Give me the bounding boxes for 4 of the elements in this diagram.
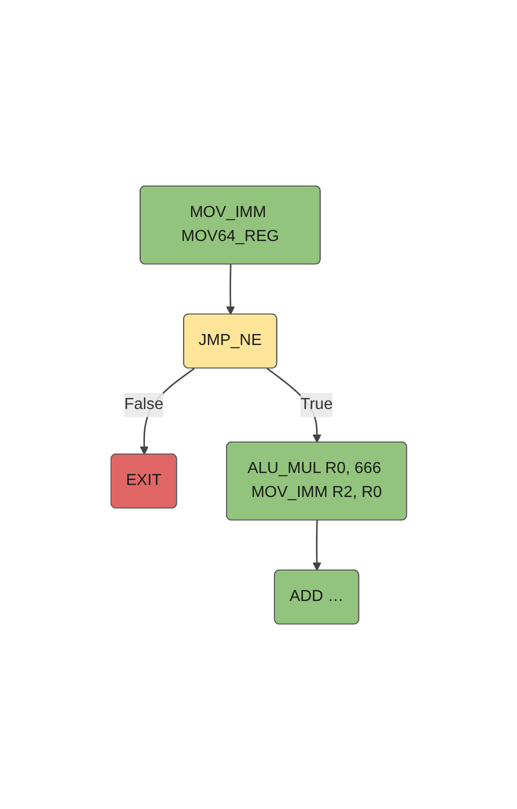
edge-label: False (124, 396, 164, 412)
edge-label: True (300, 396, 332, 412)
arrow (226, 264, 235, 314)
arrow (312, 520, 322, 570)
